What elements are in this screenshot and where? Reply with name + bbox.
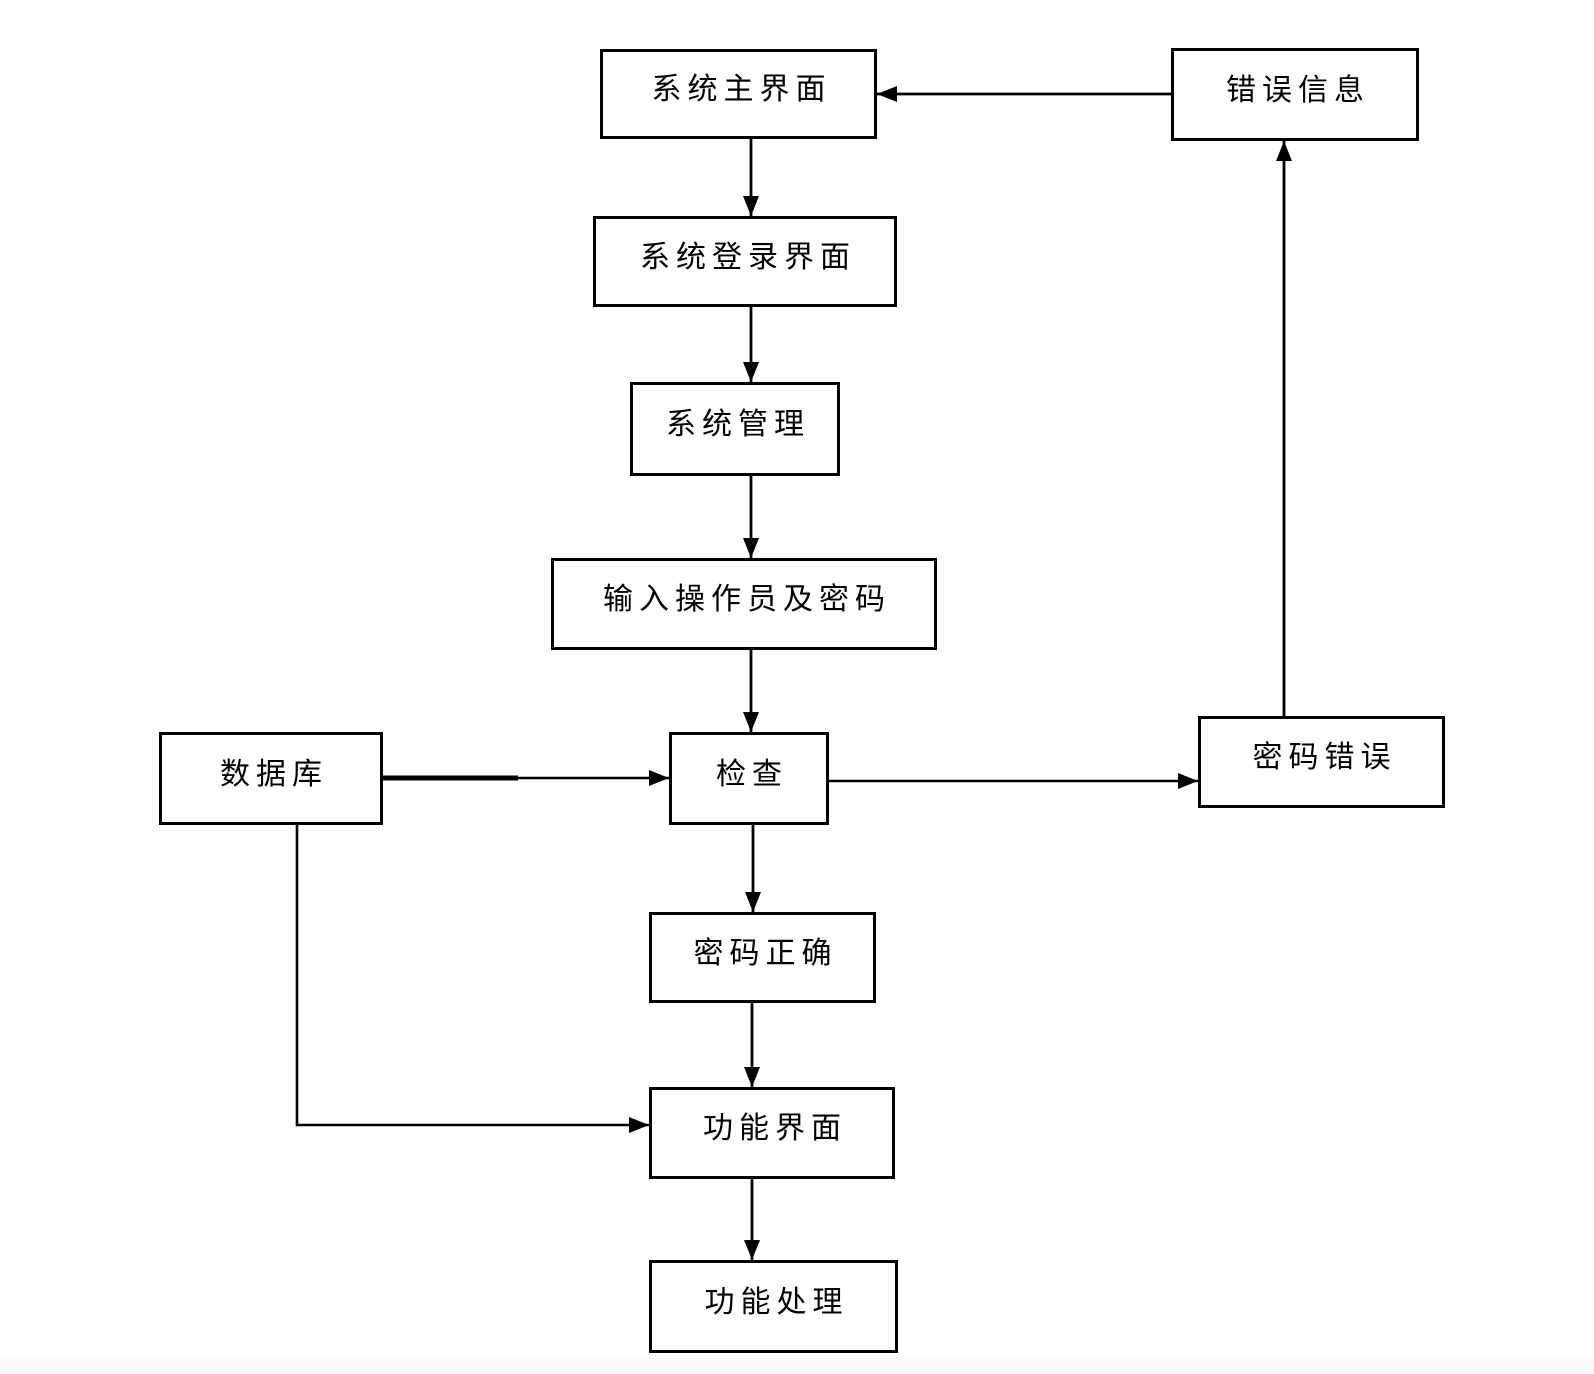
- node-input-operator-password: 输入操作员及密码: [551, 558, 937, 650]
- node-input-operator-password-label: 输入操作员及密码: [603, 583, 891, 616]
- node-system-management: 系统管理: [630, 382, 840, 476]
- node-system-management-label: 系统管理: [666, 408, 810, 441]
- node-function-screen: 功能界面: [649, 1087, 895, 1179]
- node-database-label: 数据库: [220, 757, 328, 791]
- node-check-label: 检查: [716, 757, 788, 791]
- node-function-processing-label: 功能处理: [704, 1285, 849, 1319]
- node-check: 检查: [669, 732, 829, 825]
- node-system-main-screen-label: 系统主界面: [651, 73, 832, 106]
- node-error-info: 错误信息: [1171, 48, 1419, 141]
- node-password-correct-label: 密码正确: [693, 936, 838, 970]
- node-password-error: 密码错误: [1198, 716, 1445, 808]
- node-database: 数据库: [159, 732, 383, 825]
- node-error-info-label: 错误信息: [1226, 73, 1370, 107]
- arrow-database-to-funcui: [295, 825, 649, 1133]
- node-password-correct: 密码正确: [649, 912, 876, 1003]
- node-function-processing: 功能处理: [649, 1260, 898, 1353]
- node-system-login-screen-label: 系统登录界面: [640, 240, 856, 274]
- node-system-login-screen: 系统登录界面: [593, 216, 897, 307]
- page-bottom-strip: [0, 1356, 1594, 1374]
- node-system-main-screen: 系统主界面: [600, 49, 877, 139]
- node-password-error-label: 密码错误: [1252, 741, 1397, 774]
- node-function-screen-label: 功能界面: [703, 1112, 847, 1145]
